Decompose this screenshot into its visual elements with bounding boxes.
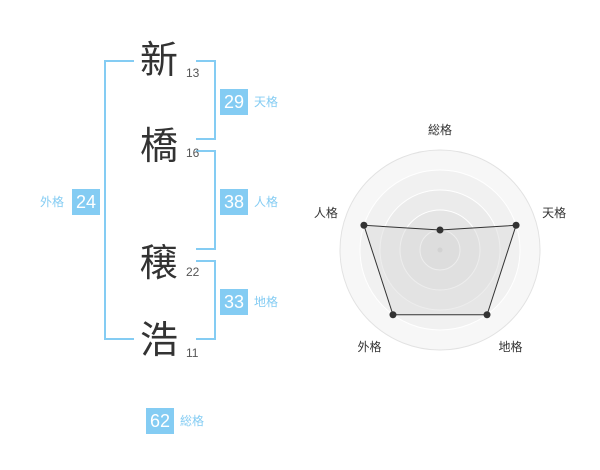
tenkaku-bracket [196,60,216,140]
soukaku-label: 総格 [180,414,205,428]
chikaku-bracket [196,260,216,340]
radar-point-4 [389,311,397,319]
tenkaku-label: 天格 [254,95,279,109]
radar-axis-label: 外格 [357,339,381,354]
radar-series-polygon [363,224,517,316]
chikaku-label: 地格 [254,295,279,309]
name-char-1: 新 [140,38,179,82]
stroke-count-1: 13 [186,66,200,80]
gaikaku-bracket [104,60,134,340]
stroke-count-2: 16 [186,146,200,160]
radar-point-5 [360,221,368,229]
stroke-count-3: 22 [186,265,200,279]
radar-point-2 [512,221,520,229]
jinkaku-value: 38 [220,189,248,215]
jinkaku-label: 人格 [254,195,279,209]
radar-point-1 [436,226,444,234]
gaikaku-label: 外格 [40,195,65,209]
radar-point-3 [483,311,491,319]
soukaku-value: 62 [146,408,174,434]
name-char-4: 浩 [140,318,179,362]
stroke-count-4: 11 [186,346,199,360]
radar-axis-label: 天格 [542,205,566,220]
radar-ring-outline [339,149,541,351]
radar-axis-label: 人格 [314,205,338,220]
radar-axis-label: 地格 [499,339,523,354]
name-char-3: 穣 [140,241,179,285]
name-char-2: 橋 [140,124,179,168]
jinkaku-bracket [196,150,216,250]
radar-axis-label: 総格 [428,122,452,137]
gaikaku-value: 24 [72,189,100,215]
tenkaku-value: 29 [220,89,248,115]
chikaku-value: 33 [220,289,248,315]
